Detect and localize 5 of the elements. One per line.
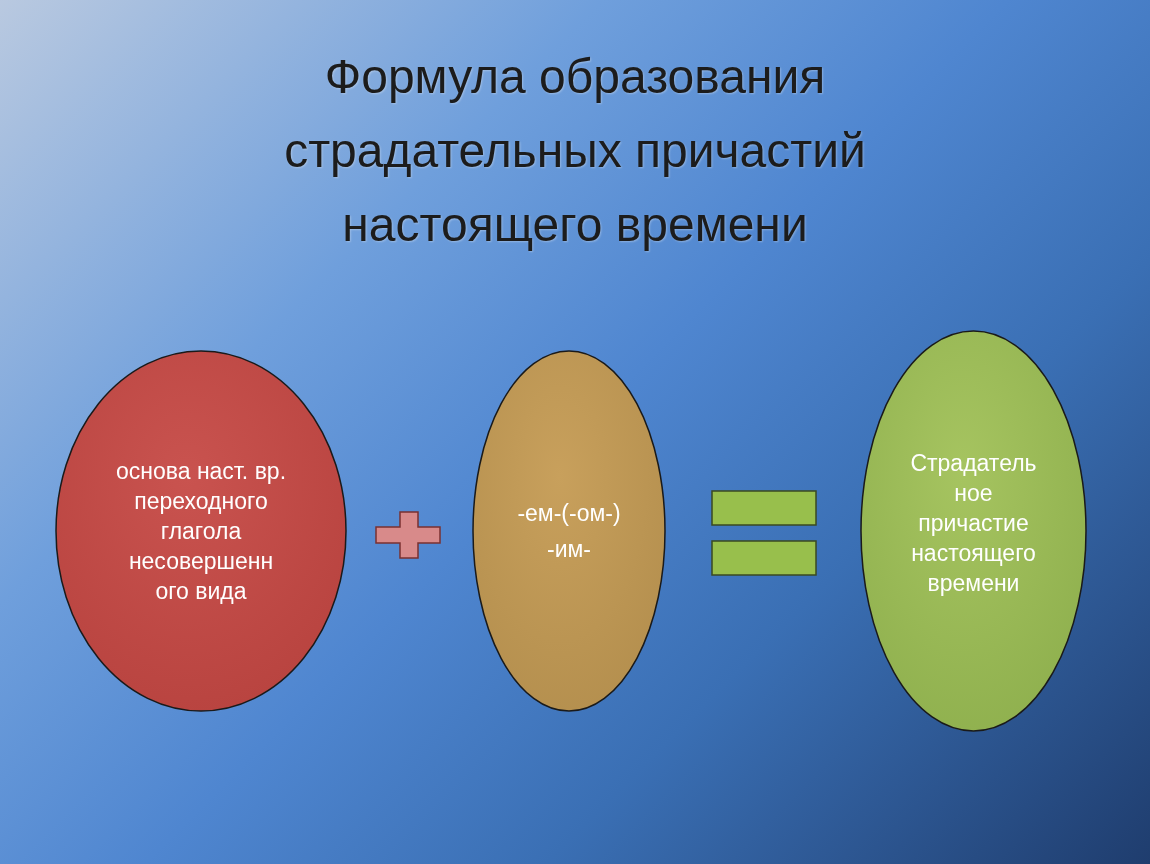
title: Формула образования страдательных причастий настоящего времени (283, 49, 867, 253)
node-text: -ем-(-ом-) (517, 499, 621, 528)
node-text: основа наст. вр. переходного глагола несовершенн ого вида (114, 457, 288, 606)
node-text: -им- (547, 535, 591, 564)
node-text: Страдатель ное причастие настоящего времени (909, 449, 1038, 598)
